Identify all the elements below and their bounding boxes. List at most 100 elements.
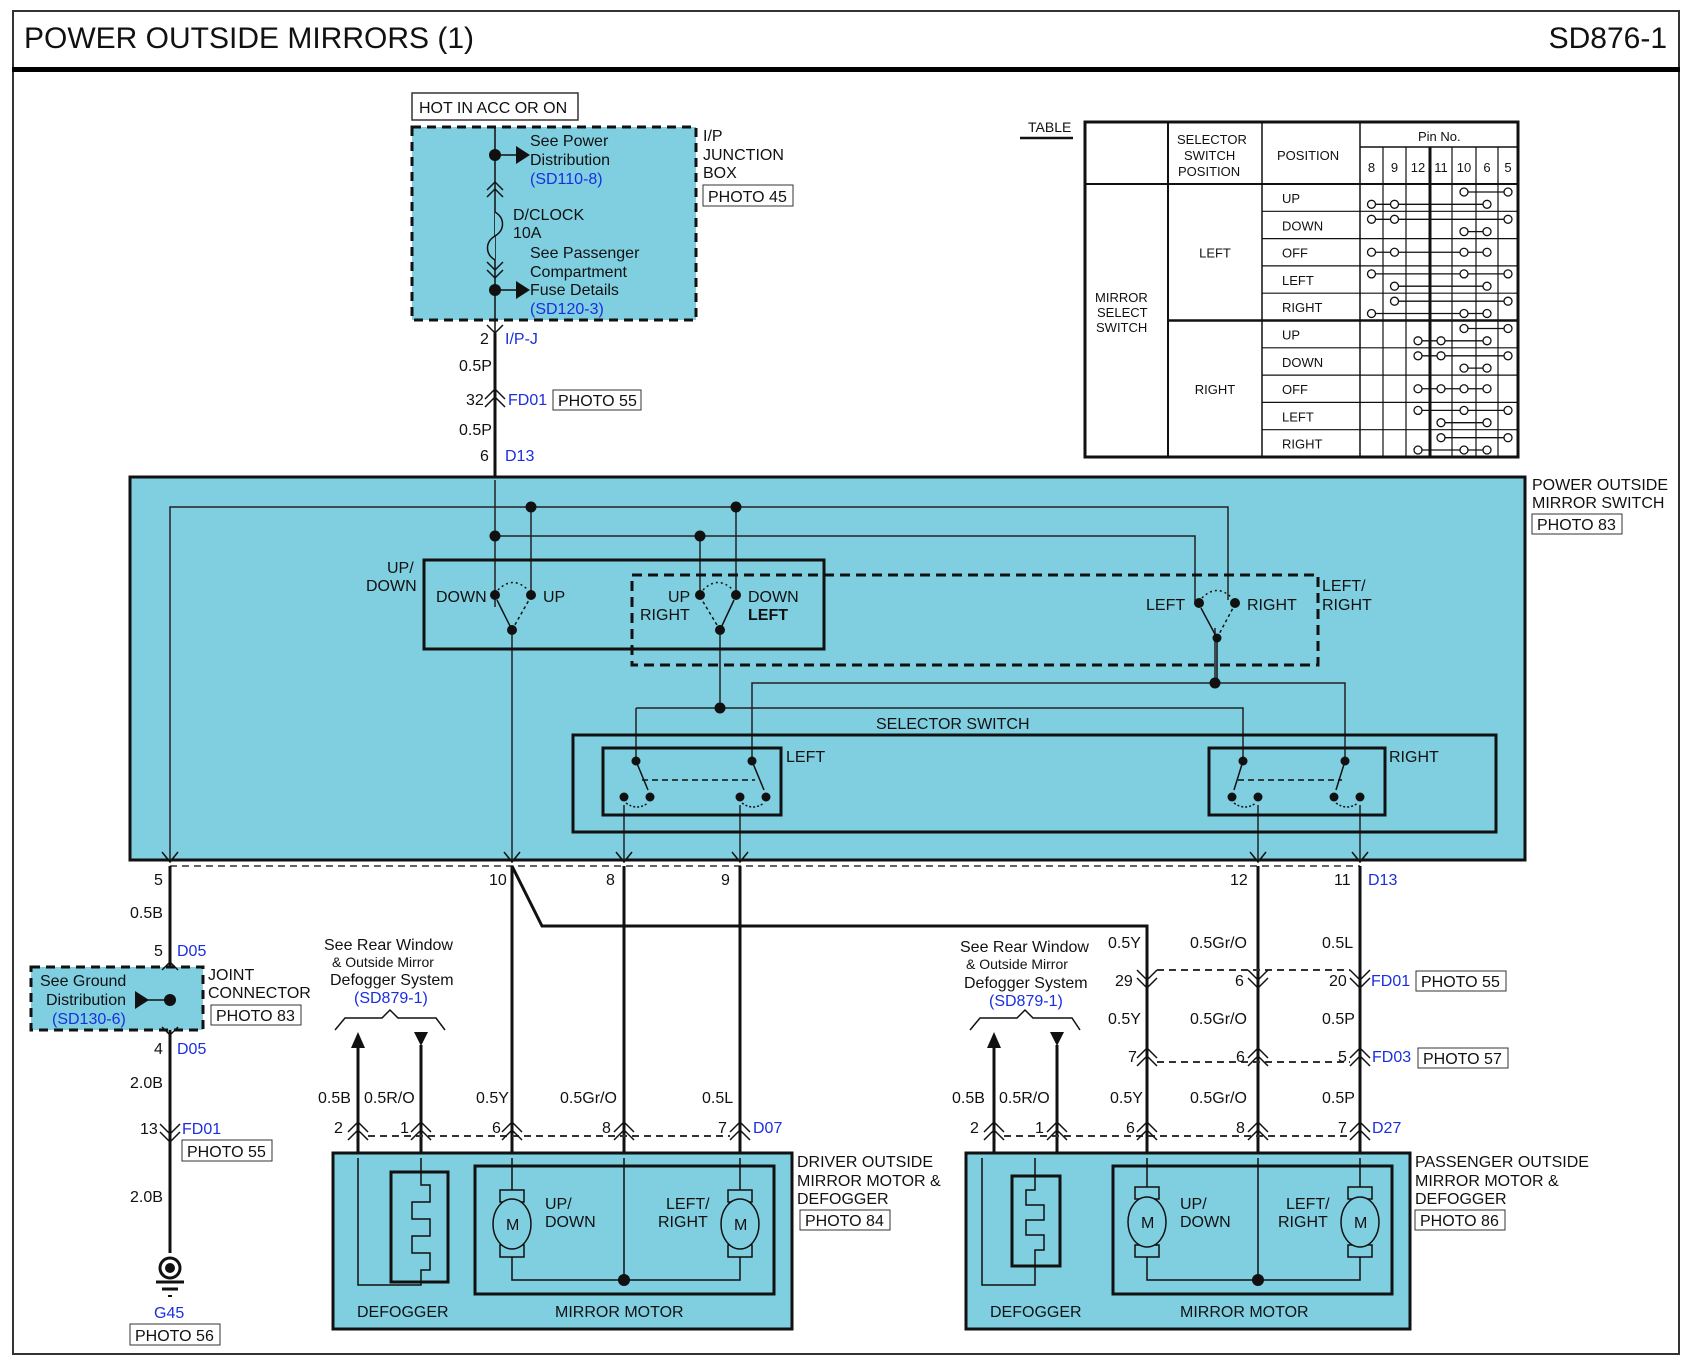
table-contact: [1459, 226, 1469, 237]
table-contact: [1436, 351, 1446, 361]
svg-text:D05: D05: [177, 1041, 206, 1058]
table-contact: [1482, 445, 1492, 455]
table-contact: [1389, 214, 1400, 224]
svg-text:See Power: See Power: [530, 133, 609, 150]
defogger-heater-icon: [389, 1170, 450, 1284]
svg-text:PHOTO 83: PHOTO 83: [216, 1008, 295, 1025]
table-contact: [1413, 384, 1423, 394]
svg-text:PHOTO 84: PHOTO 84: [805, 1213, 884, 1230]
svg-text:1: 1: [400, 1120, 409, 1137]
table-contact: [1459, 445, 1469, 455]
svg-text:DOWN: DOWN: [748, 589, 799, 606]
table-caption: TABLE: [1028, 119, 1071, 135]
ref-link-sd120-3[interactable]: (SD120-3): [530, 301, 604, 318]
table-position-label: OFF: [1282, 246, 1308, 261]
svg-text:PHOTO 56: PHOTO 56: [135, 1328, 214, 1345]
svg-text:LEFT: LEFT: [1146, 597, 1185, 614]
table-contact: [1482, 336, 1492, 346]
motor-icon: M: [1340, 1186, 1380, 1258]
svg-text:1: 1: [1035, 1120, 1044, 1137]
table-position-label: RIGHT: [1282, 437, 1323, 452]
table-contact: [1436, 433, 1446, 443]
pin-header: 12: [1411, 160, 1425, 175]
table-contact: [1482, 363, 1492, 373]
svg-text:PHOTO 55: PHOTO 55: [1421, 974, 1500, 991]
arrow-up-icon: [987, 1032, 1001, 1048]
svg-text:JOINT: JOINT: [208, 967, 254, 984]
motor-icon: M: [720, 1189, 760, 1258]
table-position-label: OFF: [1282, 382, 1308, 397]
pin-header: 9: [1391, 160, 1398, 175]
svg-text:See Rear Window: See Rear Window: [324, 937, 453, 954]
svg-text:See Passenger: See Passenger: [530, 245, 640, 262]
svg-text:Distribution: Distribution: [530, 152, 610, 169]
arrow-up-icon: [351, 1032, 365, 1048]
svg-text:See Rear Window: See Rear Window: [960, 939, 1089, 956]
svg-text:I/P: I/P: [703, 128, 723, 145]
ref-link-sd130-6[interactable]: (SD130-6): [52, 1011, 126, 1028]
ref-link-sd879-1[interactable]: (SD879-1): [989, 993, 1063, 1010]
svg-text:MIRROR SWITCH: MIRROR SWITCH: [1532, 495, 1664, 512]
table-position-label: DOWN: [1282, 355, 1323, 370]
svg-text:DOWN: DOWN: [366, 578, 417, 595]
table-contact: [1482, 247, 1492, 257]
svg-text:& Outside Mirror: & Outside Mirror: [332, 954, 434, 970]
svg-text:RIGHT: RIGHT: [1247, 597, 1297, 614]
svg-text:LEFT/: LEFT/: [666, 1196, 710, 1213]
svg-text:0.5P: 0.5P: [459, 358, 492, 375]
driver-mirror-assembly: See Rear Window & Outside Mirror Defogge…: [318, 937, 941, 1331]
table-position-label: UP: [1282, 328, 1300, 343]
selector-switch-label: SELECTOR SWITCH: [876, 716, 1030, 733]
header-bar: [12, 10, 1680, 72]
svg-text:MIRROR MOTOR &: MIRROR MOTOR &: [797, 1173, 941, 1190]
svg-text:UP: UP: [668, 589, 690, 606]
svg-text:DEFOGGER: DEFOGGER: [1415, 1191, 1507, 1208]
svg-text:7: 7: [1338, 1120, 1347, 1137]
table-contact: [1482, 281, 1492, 291]
svg-text:RIGHT: RIGHT: [658, 1214, 708, 1231]
defogger-heater-icon: [1010, 1174, 1062, 1268]
ref-link-sd879-1[interactable]: (SD879-1): [354, 990, 428, 1007]
table-contact: [1482, 308, 1492, 319]
svg-text:LEFT: LEFT: [786, 749, 825, 766]
svg-text:6: 6: [1235, 973, 1244, 990]
svg-text:11: 11: [1334, 872, 1351, 889]
svg-text:I/P-J: I/P-J: [505, 331, 538, 348]
svg-text:CONNECTOR: CONNECTOR: [208, 985, 311, 1002]
svg-text:7: 7: [1128, 1049, 1137, 1066]
svg-text:0.5Gr/O: 0.5Gr/O: [1190, 935, 1247, 952]
table-border: [1083, 120, 1520, 459]
motor-icon: M: [1127, 1186, 1167, 1258]
svg-text:Fuse Details: Fuse Details: [530, 282, 619, 299]
table-contact: [1366, 269, 1377, 279]
svg-text:0.5Y: 0.5Y: [1108, 1011, 1141, 1028]
svg-text:0.5Gr/O: 0.5Gr/O: [1190, 1090, 1247, 1107]
ground-icon: [156, 1256, 184, 1297]
page-id: SD876-1: [1548, 22, 1667, 55]
svg-text:4: 4: [154, 1041, 163, 1058]
table-contact: [1459, 308, 1469, 319]
svg-text:DEFOGGER: DEFOGGER: [357, 1304, 449, 1321]
svg-text:0.5Y: 0.5Y: [1108, 935, 1141, 952]
svg-text:D07: D07: [753, 1120, 782, 1137]
table-contact: [1366, 214, 1377, 224]
hot-label: HOT IN ACC OR ON: [419, 100, 567, 117]
svg-text:6: 6: [480, 448, 489, 465]
svg-text:LEFT: LEFT: [748, 607, 788, 624]
svg-text:SWITCH: SWITCH: [1096, 320, 1147, 335]
svg-text:FD01: FD01: [508, 392, 547, 409]
svg-text:D13: D13: [1368, 872, 1397, 889]
svg-text:0.5R/O: 0.5R/O: [999, 1090, 1050, 1107]
svg-text:0.5Y: 0.5Y: [476, 1090, 509, 1107]
svg-text:6: 6: [492, 1120, 501, 1137]
svg-text:0.5P: 0.5P: [1322, 1011, 1355, 1028]
ref-link-sd110-8[interactable]: (SD110-8): [530, 171, 603, 188]
svg-text:0.5Y: 0.5Y: [1110, 1090, 1143, 1107]
svg-text:POSITION: POSITION: [1178, 164, 1240, 179]
pin-header: 8: [1368, 160, 1375, 175]
svg-text:DRIVER OUTSIDE: DRIVER OUTSIDE: [797, 1154, 933, 1171]
svg-text:RIGHT: RIGHT: [1278, 1214, 1328, 1231]
passenger-mirror-assembly: See Rear Window & Outside Mirror Defogge…: [952, 935, 1589, 1331]
arrow-ref-icon: [516, 281, 530, 299]
ip-junction-box: See Power Distribution (SD110-8) D/CLOCK…: [410, 125, 794, 333]
